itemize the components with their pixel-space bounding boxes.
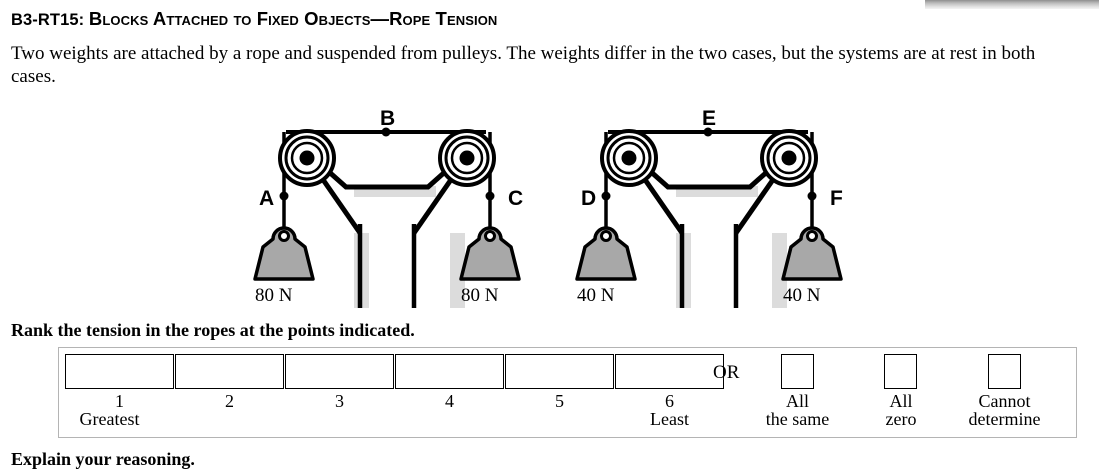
option-label-all-zero-line2: zero: [885, 409, 917, 429]
rank-number-3: 3: [335, 391, 344, 411]
rank-number-5: 5: [555, 391, 564, 411]
point-marker-top: [703, 127, 713, 137]
label-point-A: A: [259, 187, 275, 210]
rank-box-2[interactable]: [175, 354, 284, 389]
rank-box-5[interactable]: [505, 354, 614, 389]
rank-number-1: 1: [115, 391, 124, 411]
rank-number-2: 2: [225, 391, 234, 411]
fixed-beam: [648, 169, 770, 190]
weight-label-right-2: 40 N: [783, 285, 821, 306]
option-label-cannot-determine-line1: Cannot: [978, 391, 1031, 411]
option-label-all-zero-line1: All: [889, 391, 913, 411]
point-marker-top: [381, 127, 391, 137]
rank-sublabel-greatest: Greatest: [79, 409, 140, 429]
pulley-system-2-svg: [575, 127, 843, 308]
label-point-E: E: [702, 107, 717, 130]
option-box-cannot-determine[interactable]: [988, 354, 1021, 389]
answer-row: 1 2 3 4 5 6 Greatest Least OR All the sa…: [58, 347, 1077, 438]
rank-prompt: Rank the tension in the ropes at the poi…: [11, 320, 415, 340]
weight-left: [575, 226, 637, 281]
pulley-left: [600, 129, 658, 187]
top-gray-strip: [925, 0, 1099, 9]
point-marker-left: [601, 191, 611, 201]
pulley-left: [278, 129, 336, 187]
rank-box-4[interactable]: [395, 354, 504, 389]
beam-shadow: [676, 186, 758, 197]
explain-prompt: Explain your reasoning.: [11, 449, 195, 469]
intro-text: Two weights are attached by a rope and s…: [11, 43, 1036, 87]
beam-shadow: [354, 186, 436, 197]
point-marker-right: [807, 191, 817, 201]
pulley-system-1-svg: [253, 127, 521, 308]
label-point-F: F: [830, 187, 843, 210]
option-label-cannot-determine-line2: determine: [968, 409, 1041, 429]
rank-box-3[interactable]: [285, 354, 394, 389]
option-label-all-the-same: All the same: [737, 392, 858, 428]
weight-right: [459, 226, 521, 281]
rank-sublabel-least: Least: [650, 409, 689, 429]
or-label: OR: [713, 362, 740, 383]
weight-label-left-1: 80 N: [255, 285, 293, 306]
post-shadow-right: [450, 233, 465, 308]
option-label-cannot-determine: Cannot determine: [939, 392, 1070, 428]
page-title: B3-RT15: Blocks Attached to Fixed Object…: [11, 8, 497, 30]
weight-right: [781, 226, 843, 281]
point-marker-right: [485, 191, 495, 201]
option-label-all-zero: All zero: [846, 392, 956, 428]
option-box-all-the-same[interactable]: [781, 354, 814, 389]
question-title: Blocks Attached to Fixed Objects—Rope Te…: [88, 8, 498, 29]
rank-number-6: 6: [665, 391, 674, 411]
label-point-C: C: [508, 187, 524, 210]
label-point-B: B: [380, 107, 396, 130]
option-label-all-the-same-line2: the same: [765, 409, 830, 429]
pulley-right: [438, 129, 496, 187]
option-label-all-the-same-line1: All: [785, 391, 809, 411]
option-box-all-zero[interactable]: [884, 354, 917, 389]
point-marker-left: [279, 191, 289, 201]
weight-label-right-1: 80 N: [461, 285, 499, 306]
question-code: B3-RT15:: [11, 11, 85, 29]
post-shadow-right: [772, 233, 787, 308]
label-point-D: D: [581, 187, 597, 210]
rank-box-6[interactable]: [615, 354, 724, 389]
diagram-area: A B C 80 N 80 N: [0, 108, 1099, 308]
rank-box-1[interactable]: [65, 354, 174, 389]
pulley-right: [760, 129, 818, 187]
fixed-beam: [326, 169, 448, 190]
pulley-system-2: D E F 40 N 40 N: [572, 108, 872, 308]
weight-left: [253, 226, 315, 281]
pulley-system-1: A B C 80 N 80 N: [250, 108, 550, 308]
rank-number-4: 4: [445, 391, 454, 411]
weight-label-left-2: 40 N: [577, 285, 615, 306]
